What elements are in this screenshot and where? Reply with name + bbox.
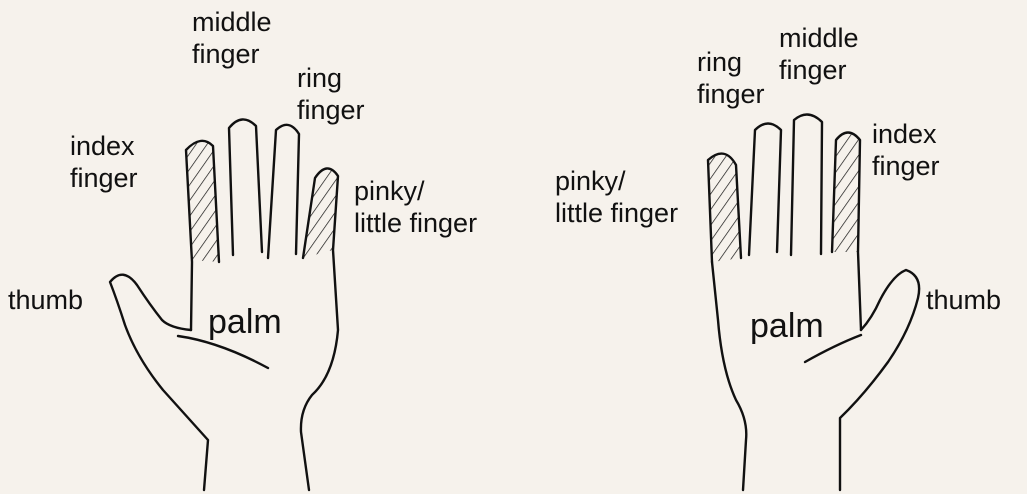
right-thumb-label: thumb (926, 284, 1001, 316)
right-ring-finger-outline (749, 124, 781, 256)
right-middle-finger-outline (791, 114, 822, 255)
right-thumb-outline (840, 270, 919, 490)
right-palm-label: palm (750, 307, 824, 345)
left-ring-finger-label: ring finger (297, 62, 365, 126)
left-thumb-and-wrist-outline (110, 275, 208, 490)
left-thumb-label: thumb (8, 284, 83, 316)
right-palm-side-and-wrist-outline (712, 262, 746, 490)
right-middle-finger-label: middle finger (779, 22, 859, 86)
left-middle-finger-outline (229, 119, 262, 255)
left-ring-finger-outline (268, 125, 299, 258)
right-ring-finger-label: ring finger (697, 46, 765, 110)
right-index-finger-label: index finger (872, 118, 940, 182)
left-palm-label: palm (208, 303, 282, 341)
right-pinky-finger-label: pinky/ little finger (555, 165, 678, 229)
left-index-finger-label: index finger (70, 130, 138, 194)
left-middle-finger-label: middle finger (192, 6, 272, 70)
left-pinky-finger-label: pinky/ little finger (354, 175, 477, 239)
